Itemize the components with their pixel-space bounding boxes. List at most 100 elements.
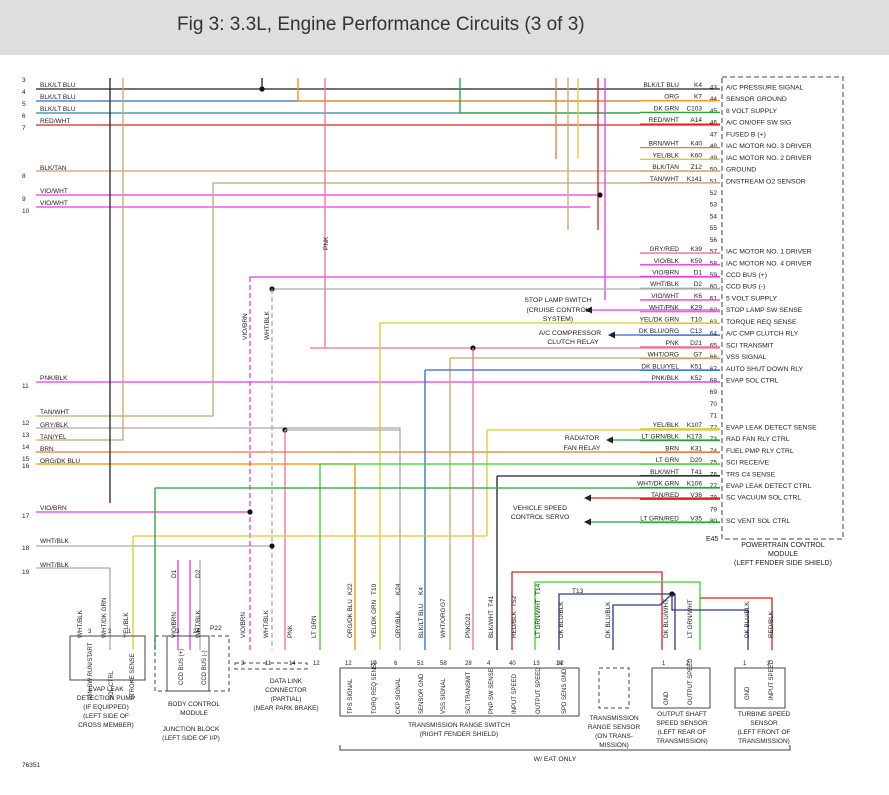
pcm-circuit-code: V35 [690,516,702,523]
component-caption: (PARTIAL) [271,696,302,703]
wire-gry-blk [36,427,401,650]
splice-dot [247,509,253,515]
circuit-code: K4 [418,587,425,595]
pcm-pin-number: 70 [710,401,718,408]
row-number: 14 [22,444,30,451]
callout-label: CONTROL SERVO [511,514,570,521]
pcm-wire-color: BRN [665,445,679,452]
pcm-pin-function: SENSOR GROUND [726,96,787,103]
wire-label: TAN/YEL [40,434,67,441]
pcm-pin-function: EVAP LEAK DETECT CTRL [726,483,812,490]
pcm-pin-number: 65 [710,342,718,349]
component-caption: TRANSMISSION) [738,738,790,745]
pcm-wire-color: GRY/RED [650,246,680,253]
pcm-circuit-code: K4 [694,82,702,89]
component-caption: SPEED SENSOR [656,720,708,727]
pcm-pin-number: 60 [710,284,718,291]
wire-label: BLK/LT BLU [40,82,76,89]
component-caption: MODULE [180,710,208,717]
pcm-circuit-code: D21 [690,340,702,347]
pcm-wire-color: VIO/BLK [654,258,680,265]
pcm-wire-color: VIO/WHT [651,293,679,300]
pcm-circuit-code: C13 [690,328,702,335]
pcm-pin-function: SCI TRANSMIT [726,342,774,349]
pcm-pin-number: 44 [710,96,718,103]
pcm-wire-color: ORG [664,94,679,101]
wire-label-vertical: PNK [287,624,294,638]
wire-label: VIO/WHT [40,200,68,207]
pin-label: OUTPUT SPEED [536,667,542,714]
eat-note: W/ EAT ONLY [534,756,577,763]
component-caption: SENSOR [750,720,778,727]
wire-label-vertical: WHT/DK GRN [101,597,108,638]
wire-label-vertical: LT GRN/WHT [687,599,694,638]
pcm-circuit-code: K40 [690,141,702,148]
pcm-pin-function: TRS C4 SENSE [726,471,776,478]
wire-label: PNK/BLK [40,375,68,382]
wire-label-vertical: ORG/DK BLU [347,599,354,638]
wire-label-vertical: PNK [465,624,472,638]
pcm-pin-function: A/C ON/OFF SW SIG [726,120,791,127]
wire-label: BLK/LT BLU [40,94,76,101]
pcm-wire-color: WHT/DK GRN [637,480,679,487]
pcm-pin-function: GROUND [726,167,756,174]
pcm-circuit-code: D2 [694,281,703,288]
pcm-circuit-code: V36 [690,492,702,499]
pcm-wire-color: TAN/WHT [650,176,679,183]
wire-label-vertical: DK BLU/BLK [558,601,565,638]
pcm-pin-number: 72 [710,424,718,431]
wire-lt-grn-wht [534,581,701,650]
pin-number: 28 [465,661,472,667]
pcm-circuit-code: K31 [690,445,702,452]
pcm-circuit-code: K51 [690,363,702,370]
pin-label: VSS SIGNAL [441,678,447,714]
pcm-pin-function: SC VENT SOL CTRL [726,518,790,525]
wire-label: BLK/LT BLU [40,106,76,113]
pin-label: SPD SENS GND [562,668,568,714]
callout-label: STOP LAMP SWITCH [524,297,591,304]
wire-label: RED/WHT [40,118,70,125]
pin-label: INPUT SPEED [769,659,775,700]
row-number: 4 [22,89,26,96]
pcm-pin-number: 50 [710,167,718,174]
row-number: 7 [22,125,26,132]
pin-number: 14 [289,661,296,667]
pcm-pin-number: 61 [710,295,718,302]
pin-number: 12 [345,661,352,667]
pin-label: CCD BUS (-) [202,650,208,685]
pcm-wire-color: BLK/TAN [652,164,679,171]
component-caption: (ON TRANS- [595,733,633,740]
pin-label: IGN SW RUN/START [88,642,94,700]
pcm-wire-color: TAN/RED [651,492,679,499]
pcm-pin-number: 69 [710,389,718,396]
pin-number: 11 [265,661,272,667]
pcm-circuit-code: K59 [690,258,702,265]
pcm-wire-color: YEL/BLK [653,422,680,429]
callout-label: FAN RELAY [564,445,601,452]
circuit-code: G7 [440,598,447,607]
row-number: 11 [22,383,29,390]
trs-sensor-box [598,667,630,709]
pin-number: 1 [662,661,666,667]
row-number: 3 [22,77,26,84]
pcm-wire-color: LT GRN/BLK [642,434,680,441]
circuit-code: T13 [572,588,584,595]
wire-label-vertical: WHT/BLK [263,609,270,638]
wire-label: BRN [40,446,54,453]
callout-label: VEHICLE SPEED [513,505,567,512]
pin-number: 2 [767,661,771,667]
wire-label-vertical: RED/BLK [768,610,775,638]
pcm-wire-color: DK BLU/YEL [641,363,679,370]
row-number: 17 [22,513,30,520]
pcm-pin-function: 5 VOLT SUPPLY [726,295,777,302]
circuit-code: D21 [465,613,472,625]
pcm-pin-function: SC VACUUM SOL CTRL [726,495,801,502]
pcm-pin-number: 56 [710,237,718,244]
pcm-pin-number: 52 [710,190,718,197]
row-number: 5 [22,101,26,108]
pcm-pin-function: A/C PRESSURE SIGNAL [726,85,804,92]
oss-box [651,667,711,709]
pcm-label: POWERTRAIN CONTROL [741,542,825,549]
pcm-wire-color: LT GRN [656,457,680,464]
pcm-wire-color: DK BLU/ORG [639,328,679,335]
